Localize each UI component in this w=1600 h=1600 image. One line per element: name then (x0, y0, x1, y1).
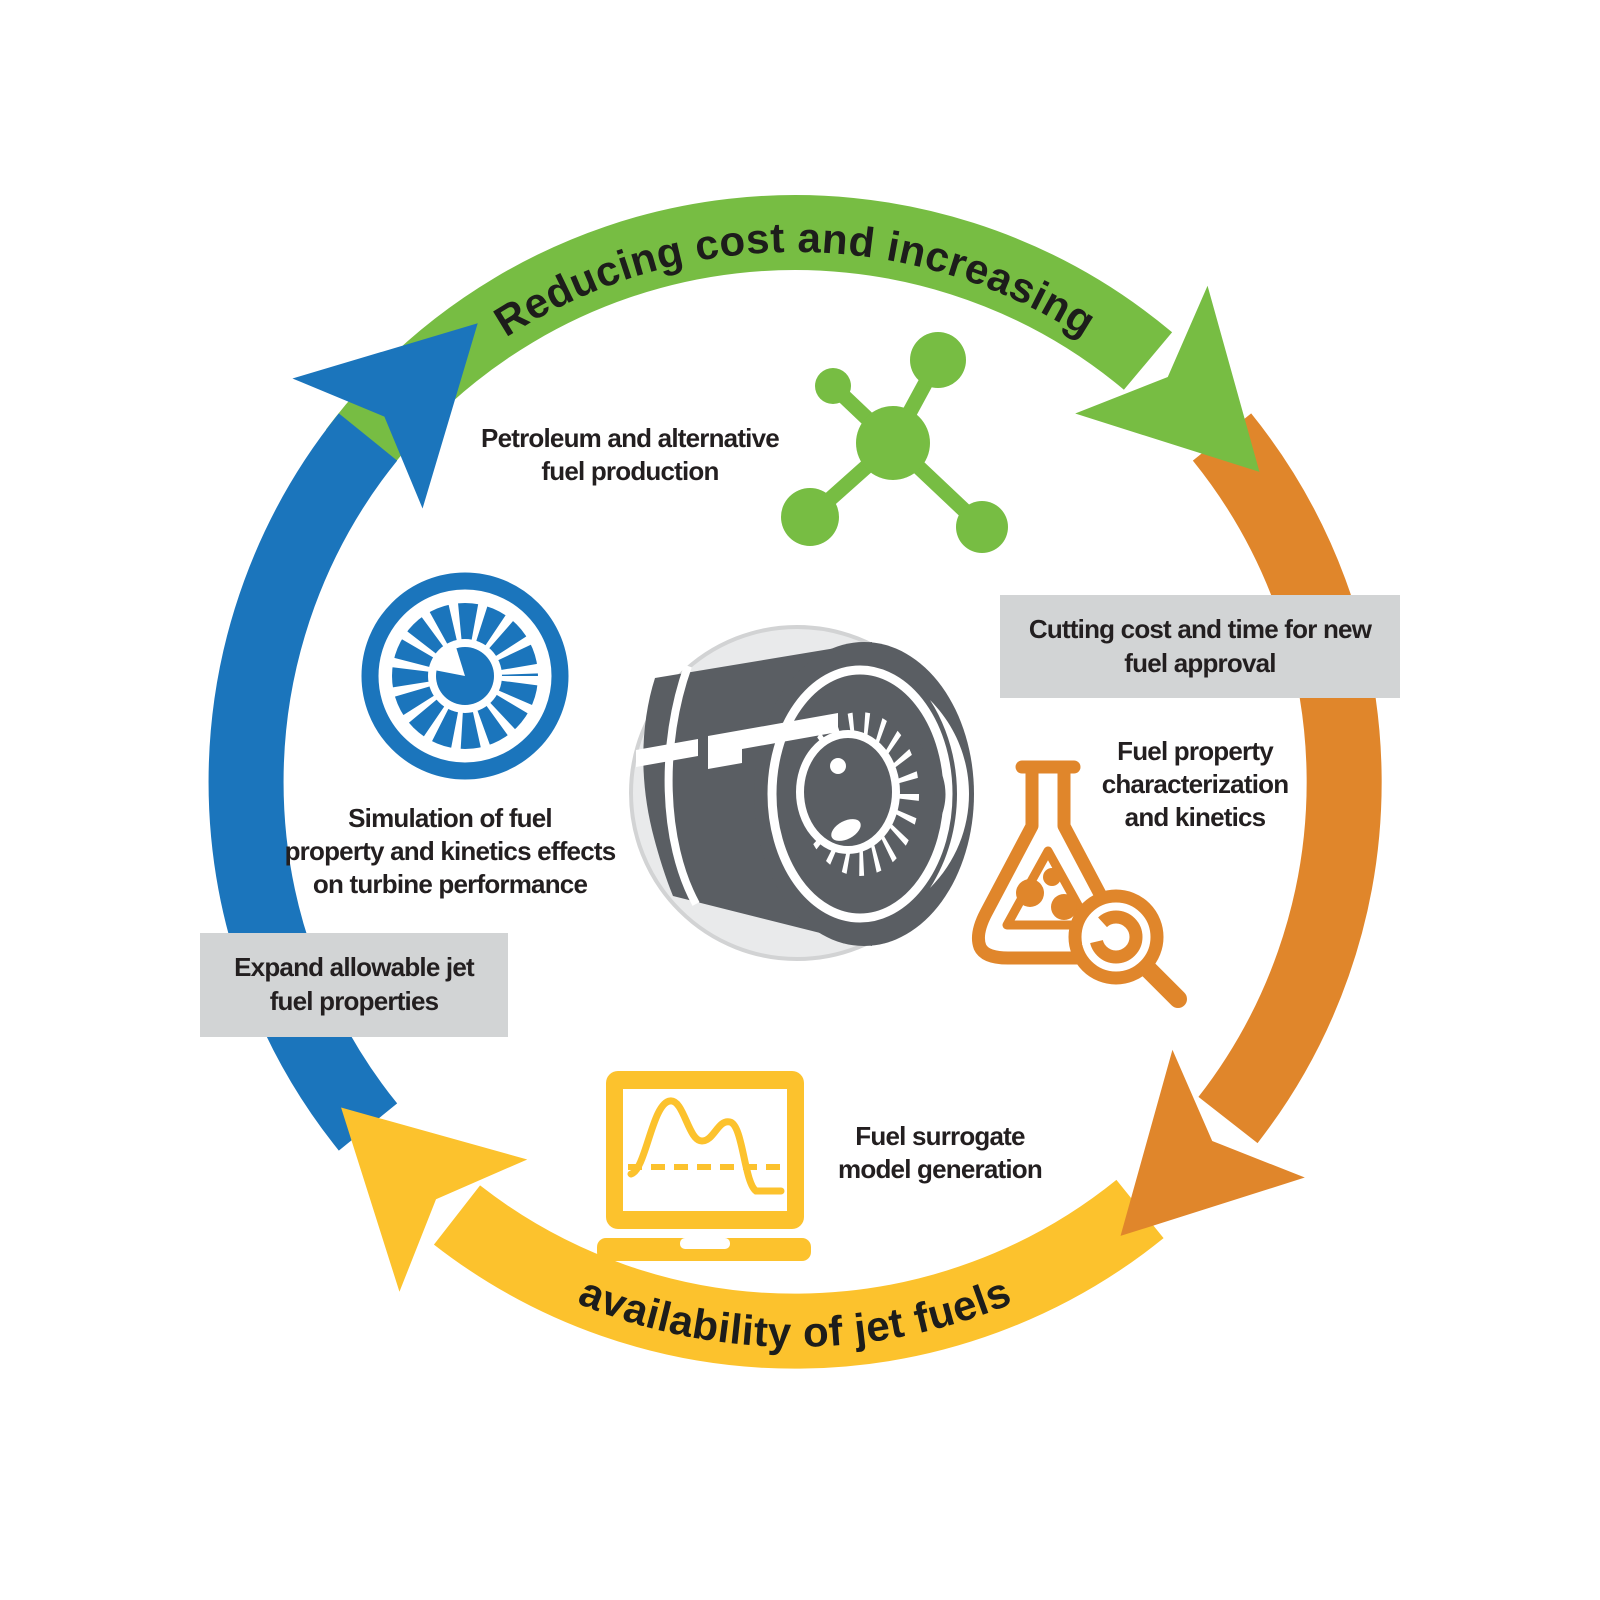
magnifier-icon (1068, 889, 1187, 1008)
top-arc-text: Reducing cost and increasing (486, 214, 1104, 345)
blue-arrowhead (292, 323, 478, 509)
flask-icon (972, 760, 1187, 1008)
stage-label-surrogate: Fuel surrogate model generation (838, 1121, 1043, 1185)
molecule-icon (781, 332, 1008, 553)
orange-arrowhead (1120, 1049, 1305, 1236)
turbine-icon (361, 572, 569, 780)
stage-label-simulation: Simulation of fuel property and kinetics… (284, 803, 617, 900)
cycle-arc-yellow (433, 1179, 1164, 1369)
green-arrowhead (1075, 285, 1260, 472)
stage-label-expand-box: Expand allowable jet fuel properties (200, 933, 508, 1037)
cycle-arc-orange (1192, 413, 1382, 1144)
yellow-arrowhead (341, 1107, 528, 1292)
stage-label-production: Petroleum and alternative fuel productio… (481, 423, 780, 487)
stage-label-characterization: Fuel property characterization and kinet… (1101, 736, 1289, 833)
laptop-chart-icon (597, 1071, 811, 1261)
stage-label-approval-box: Cutting cost and time for new fuel appro… (1000, 595, 1400, 698)
jet-engine-icon (629, 625, 974, 961)
